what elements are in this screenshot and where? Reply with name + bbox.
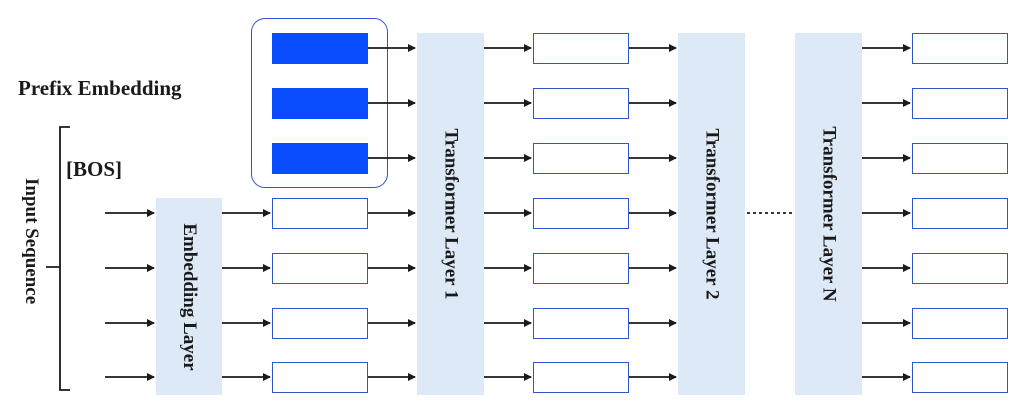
output-state-box [912, 88, 1008, 119]
output-state-box [912, 143, 1008, 174]
output-state-box [912, 362, 1008, 393]
hidden-state-box [533, 88, 629, 119]
prefix-embedding-vector [272, 33, 368, 64]
output-state-box [912, 253, 1008, 284]
transformer-layer-2-label: Transformer Layer 2 [701, 128, 723, 300]
input-sequence-label: Input Sequence [21, 178, 42, 305]
transformer-layer-1: Transformer Layer 1 [417, 33, 484, 395]
output-state-box [912, 198, 1008, 229]
transformer-layer-n: Transformer Layer N [795, 33, 862, 395]
hidden-state-box [533, 143, 629, 174]
prefix-embedding-label: Prefix Embedding [18, 76, 182, 100]
transformer-layer-n-label: Transformer Layer N [818, 126, 840, 302]
bos-label: [BOS] [66, 157, 123, 181]
embedding-layer: Embedding Layer [156, 198, 222, 395]
transformer-layer-1-label: Transformer Layer 1 [440, 128, 462, 300]
token-embedding-box [272, 253, 368, 284]
hidden-state-box [533, 198, 629, 229]
prefix-embedding-vector [272, 143, 368, 174]
output-state-box [912, 308, 1008, 339]
embedding-layer-label: Embedding Layer [179, 222, 200, 371]
token-embedding-box [272, 308, 368, 339]
hidden-state-box [533, 253, 629, 284]
hidden-state-box [533, 362, 629, 393]
output-state-box [912, 33, 1008, 64]
token-embedding-box [272, 362, 368, 393]
prefix-embedding-vector [272, 88, 368, 119]
transformer-layer-2: Transformer Layer 2 [678, 33, 745, 395]
token-embedding-box [272, 198, 368, 229]
hidden-state-box [533, 308, 629, 339]
hidden-state-box [533, 33, 629, 64]
